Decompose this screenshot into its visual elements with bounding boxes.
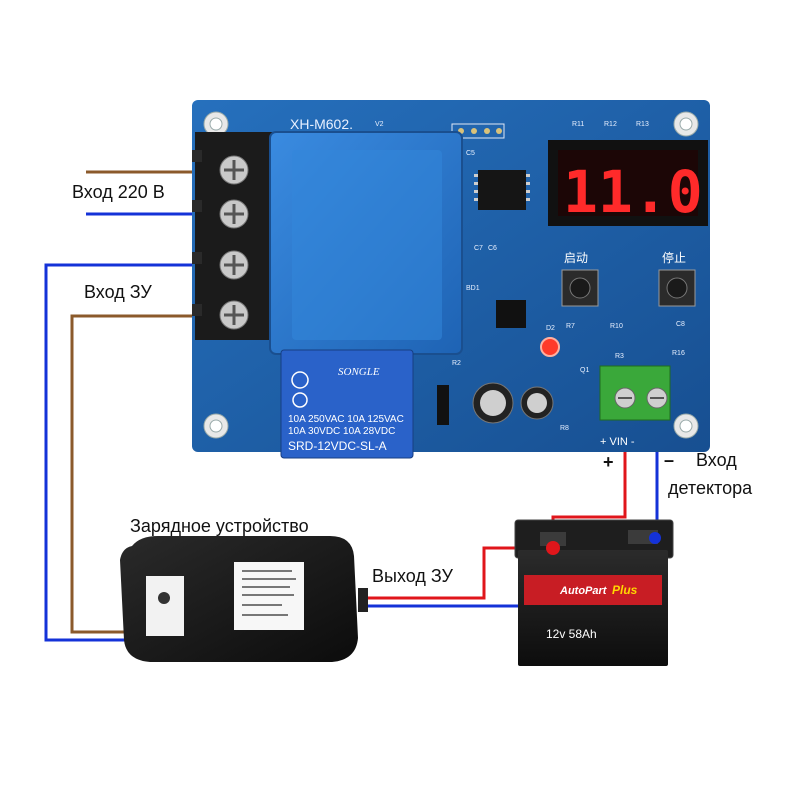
wire-charger-brown — [70, 314, 212, 634]
board-model-text: XH-M602. — [290, 116, 353, 132]
label-plus: + — [603, 452, 614, 472]
relay-model: SRD-12VDC-SL-A — [288, 439, 387, 453]
screw-2-icon — [219, 199, 249, 229]
battery-rating: 12v 58Ah — [546, 627, 597, 641]
charger-device — [120, 536, 368, 662]
des-r8: R8 — [560, 425, 569, 432]
battery-negative-terminal — [649, 532, 661, 544]
relay: SONGLE 10A 250VAC 10A 125VAC 10A 30VDC 1… — [280, 349, 414, 459]
des-c5: C5 — [466, 150, 475, 157]
des-r10: R10 — [610, 323, 623, 330]
des-r12: R12 — [604, 121, 617, 128]
des-r16: R16 — [672, 350, 685, 357]
wire-charger-blue — [44, 263, 212, 642]
des-bd1: BD1 — [466, 285, 480, 292]
car-battery: AutoPart Plus 12v 58Ah — [514, 519, 674, 666]
button-start[interactable] — [561, 269, 599, 307]
battery-series: Plus — [612, 583, 638, 597]
header-pins — [451, 123, 505, 139]
battery-positive-terminal — [546, 541, 560, 555]
led-indicator — [540, 337, 560, 357]
diode — [437, 385, 449, 425]
relay-brand: SONGLE — [338, 366, 380, 378]
des-c7: C7 — [474, 245, 483, 252]
relay-spec-1: 10A 250VAC 10A 125VAC — [288, 414, 404, 425]
button-start-label: 启动 — [564, 251, 588, 265]
board-version-text: V2 — [375, 121, 384, 128]
button-stop-label: 停止 — [662, 250, 686, 265]
des-r11: R11 — [572, 121, 584, 128]
screw-4-icon — [219, 300, 249, 330]
battery-brand: AutoPart — [559, 585, 608, 597]
vin-label: + VIN - — [600, 436, 635, 448]
des-q1: Q1 — [580, 367, 589, 374]
des-r3: R3 — [615, 353, 624, 360]
voltage-regulator — [496, 300, 526, 328]
control-board: XH-M602. V2 SONGLE 1 — [192, 100, 710, 459]
terminal-block-vin — [599, 365, 671, 421]
label-detector-line2: детектора — [668, 478, 753, 498]
label-charger: Зарядное устройство — [130, 516, 309, 536]
screw-3-icon — [219, 250, 249, 280]
label-detector-line1: Вход — [696, 450, 737, 470]
des-c8: C8 — [676, 321, 685, 328]
label-minus: – — [664, 450, 675, 470]
segment-display: 11.0 — [548, 140, 708, 226]
capacitors — [472, 382, 554, 424]
des-r13: R13 — [636, 121, 649, 128]
battery-body — [518, 550, 668, 666]
charger-sticker-left — [146, 576, 184, 636]
label-input-charger: Вход ЗУ — [84, 282, 152, 302]
des-r2: R2 — [452, 360, 461, 367]
display-value: 11.0 — [563, 158, 703, 226]
screw-1-icon — [219, 155, 249, 185]
label-input-220: Вход 220 В — [72, 182, 165, 202]
transformer — [269, 131, 463, 355]
relay-spec-2: 10A 30VDC 10A 28VDC — [288, 426, 395, 437]
button-stop[interactable] — [658, 269, 696, 307]
terminal-block-ac — [192, 132, 273, 340]
des-c6: C6 — [488, 245, 497, 252]
ic-chip — [474, 170, 530, 210]
label-charger-output: Выход ЗУ — [372, 566, 453, 586]
des-r7: R7 — [566, 323, 575, 330]
designators: R11 R12 R13 C5 C7 C6 BD1 D2 R7 R10 C8 R3… — [452, 121, 685, 432]
des-d2: D2 — [546, 325, 555, 332]
